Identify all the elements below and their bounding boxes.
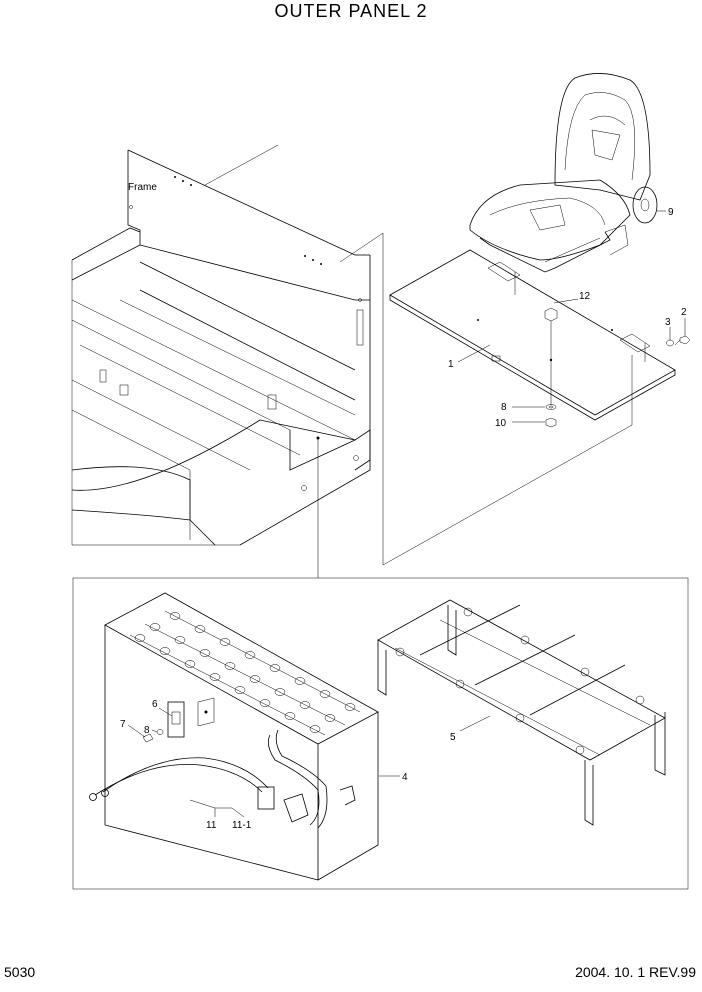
- frame-label: Frame: [128, 182, 157, 193]
- callout-8-bottom: 8: [144, 725, 150, 736]
- callout-6: 6: [152, 699, 158, 710]
- callout-3: 3: [665, 317, 671, 328]
- page-title: OUTER PANEL 2: [274, 1, 428, 21]
- callout-4: 4: [402, 772, 408, 783]
- leader-lines-lower: [127, 707, 491, 818]
- battery: [104, 592, 379, 881]
- callout-8-top: 8: [501, 402, 507, 413]
- battery-stand: [377, 599, 666, 826]
- callout-10: 10: [495, 418, 507, 429]
- callout-1: 1: [448, 359, 454, 370]
- detail-box: [72, 577, 689, 890]
- page-number: 5030: [4, 964, 36, 980]
- battery-cable: [89, 697, 356, 829]
- callout-11-1: 11-1: [232, 820, 252, 831]
- callout-9: 9: [668, 207, 674, 218]
- callout-11: 11: [206, 820, 217, 831]
- frame-assembly: [71, 144, 384, 578]
- seat-plate: [382, 249, 676, 566]
- leader-lines-upper: [457, 210, 686, 423]
- mounting-hardware: [544, 307, 691, 428]
- seat: [469, 73, 658, 273]
- callout-5: 5: [450, 732, 456, 743]
- callout-7: 7: [120, 719, 126, 730]
- revision-date: 2004. 10. 1 REV.99: [575, 964, 696, 980]
- callout-12: 12: [579, 291, 591, 302]
- callout-2: 2: [681, 307, 687, 318]
